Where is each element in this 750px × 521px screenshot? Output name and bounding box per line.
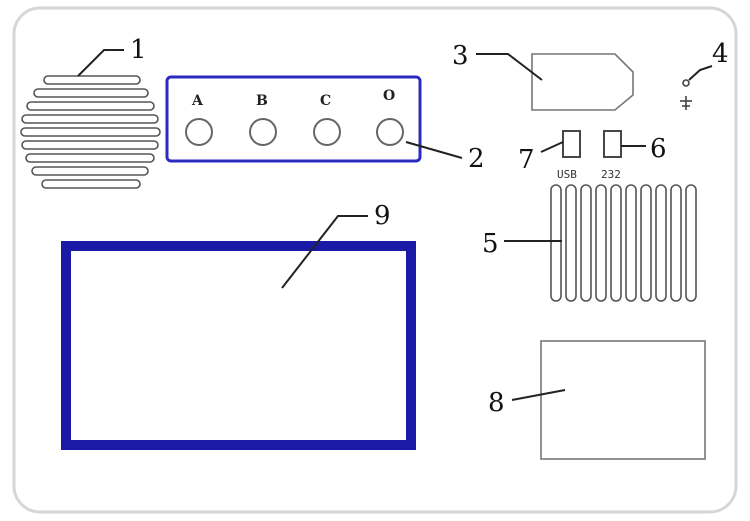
- printer-outlet: [531, 53, 634, 111]
- terminal-label-c: C: [320, 93, 331, 109]
- callout-7: 7: [518, 145, 535, 175]
- callout-9: 9: [374, 201, 391, 231]
- callout-5: 5: [482, 229, 499, 259]
- terminal-a-jack: [185, 118, 213, 146]
- rs232-port: [603, 130, 622, 158]
- callout-4: 4: [712, 39, 729, 69]
- callout-line-8: [511, 389, 566, 401]
- callout-line-4: [688, 65, 713, 81]
- terminal-b-jack: [249, 118, 277, 146]
- terminal-box: [165, 75, 422, 163]
- callout-line-3: [476, 53, 543, 81]
- callout-6: 6: [650, 134, 667, 164]
- terminal-label-a: A: [191, 93, 204, 109]
- speaker-grille-icon: [20, 75, 161, 189]
- usb-port: [562, 130, 581, 158]
- terminal-o-jack: [376, 118, 404, 146]
- callout-line-2: [405, 141, 463, 159]
- ground-icon: [680, 79, 692, 110]
- callout-1: 1: [130, 35, 147, 65]
- callout-2: 2: [468, 144, 485, 174]
- terminal-label-o: O: [383, 88, 395, 104]
- terminal-c-jack: [313, 118, 341, 146]
- lcd-screen: [61, 241, 416, 450]
- usb-port-label: USB: [557, 168, 577, 181]
- callout-3: 3: [452, 41, 469, 71]
- rs232-port-label: 232: [601, 168, 621, 181]
- terminal-label-b: B: [256, 93, 268, 109]
- callout-8: 8: [488, 388, 505, 418]
- vent-grille-icon: [550, 184, 697, 302]
- keypad-area: [540, 340, 706, 460]
- callout-line-7: [540, 141, 564, 153]
- callout-line-1: [77, 49, 124, 77]
- callout-line-9: [281, 215, 368, 289]
